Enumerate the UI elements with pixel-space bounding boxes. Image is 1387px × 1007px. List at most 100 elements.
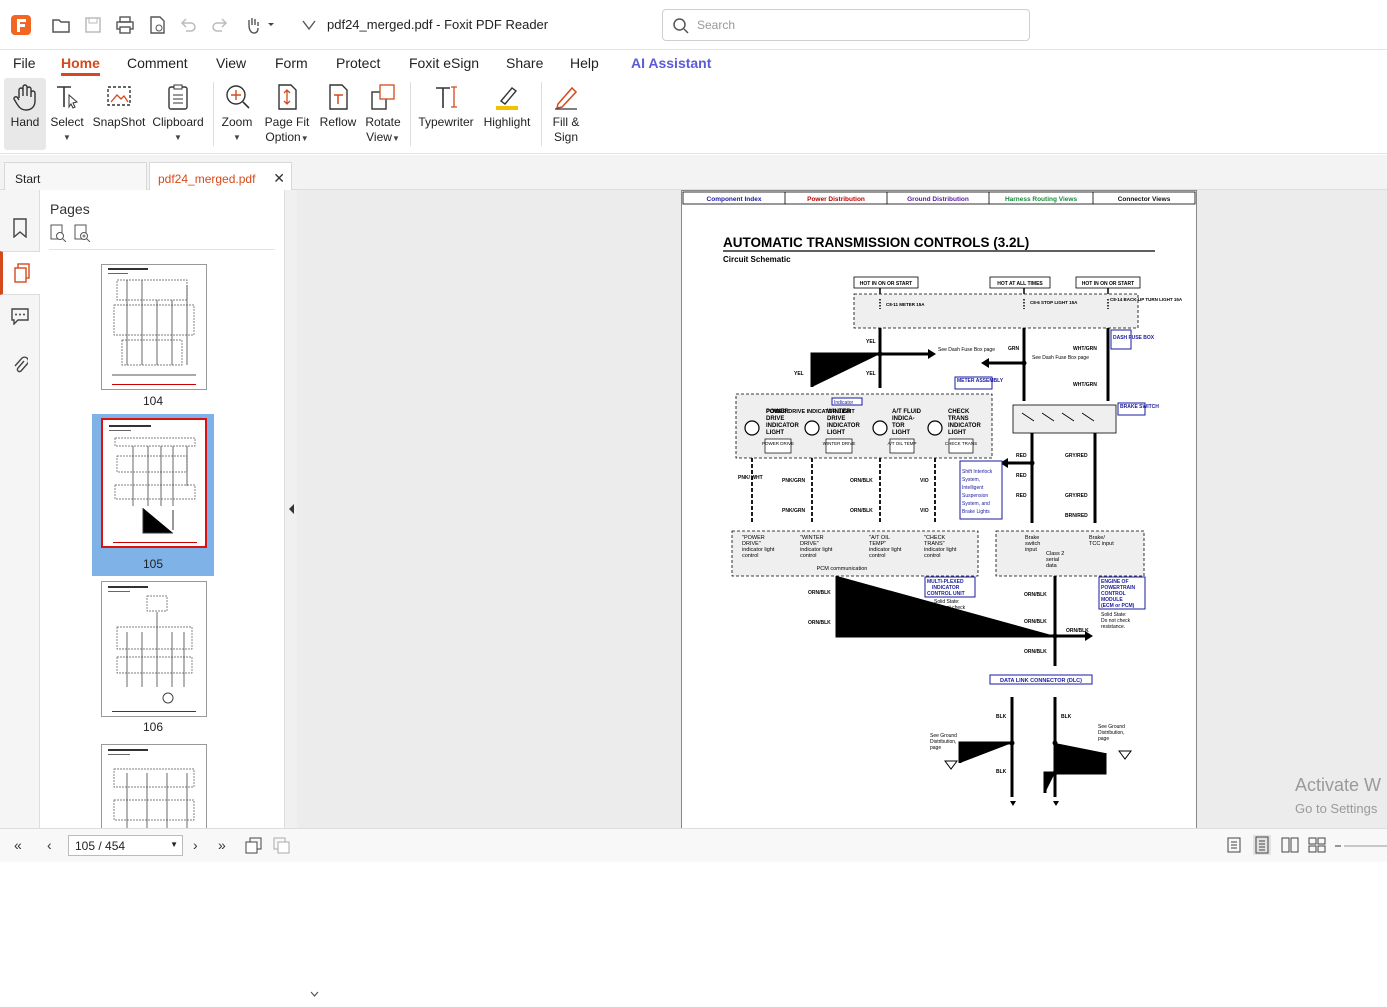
- menu-view[interactable]: View: [216, 55, 247, 71]
- close-tab-icon[interactable]: ✕: [273, 170, 285, 186]
- menu-ai-assistant[interactable]: AI Assistant: [631, 55, 712, 71]
- bookmarks-icon[interactable]: [0, 206, 40, 250]
- hot-label-1: HOT IN ON OR START: [860, 281, 912, 287]
- svg-text:TRANS": TRANS": [924, 541, 945, 547]
- facing-view-icon[interactable]: [1281, 837, 1299, 853]
- svg-text:"POWER: "POWER: [742, 535, 765, 541]
- page-thumbnail-107[interactable]: [101, 744, 207, 829]
- dash-fuse-box-link[interactable]: DASH FUSE BOX: [1113, 335, 1155, 341]
- nav-harness-routing[interactable]: Harness Routing Views: [1005, 196, 1078, 203]
- redo-icon[interactable]: [208, 13, 232, 37]
- page-thumbnail-104[interactable]: [101, 264, 207, 390]
- hand-tool-dropdown-icon[interactable]: [243, 13, 277, 37]
- chevron-down-icon[interactable]: ▼: [170, 840, 178, 849]
- single-page-view-icon[interactable]: [1226, 837, 1242, 853]
- svg-text:resistance.: resistance.: [1101, 624, 1125, 630]
- chevron-down-icon: ▼: [174, 133, 182, 142]
- select-button[interactable]: Select ▼: [50, 78, 84, 150]
- svg-text:TOR: TOR: [892, 423, 905, 429]
- page-thumbnail-106[interactable]: [101, 581, 207, 717]
- previous-page-icon[interactable]: ‹: [47, 837, 52, 853]
- page-thumbnail-105[interactable]: [101, 418, 207, 548]
- nav-power-distribution[interactable]: Power Distribution: [807, 196, 865, 203]
- activate-windows-watermark: Activate W: [1295, 775, 1382, 795]
- divider: [49, 249, 275, 250]
- svg-text:indicator light: indicator light: [924, 547, 957, 553]
- wire-yel: YEL: [866, 371, 876, 377]
- continuous-facing-view-icon[interactable]: [1308, 837, 1326, 853]
- tab-pdf24-merged[interactable]: pdf24_merged.pdf ✕: [149, 162, 292, 190]
- nav-ground-distribution[interactable]: Ground Distribution: [907, 196, 969, 203]
- continuous-view-icon[interactable]: [1253, 835, 1271, 855]
- nav-connector-views[interactable]: Connector Views: [1118, 196, 1171, 203]
- nav-component-index[interactable]: Component Index: [707, 196, 762, 203]
- highlight-button[interactable]: Highlight: [480, 78, 534, 150]
- box-at-oil-temp: A/T OIL TEMP: [888, 441, 917, 446]
- zoom-slider[interactable]: [1334, 839, 1387, 853]
- wire-brn-red: BRN/RED: [1065, 513, 1088, 519]
- quick-access-dropdown-icon[interactable]: [297, 13, 321, 37]
- chevron-down-icon: ▼: [233, 133, 241, 142]
- next-view-icon[interactable]: [273, 837, 291, 855]
- undo-icon[interactable]: [176, 13, 200, 37]
- zoom-button[interactable]: Zoom ▼: [220, 78, 254, 150]
- box-power-drive: POWER DRIVE: [762, 441, 794, 446]
- print-icon[interactable]: [113, 13, 137, 37]
- micu-link[interactable]: CONTROL UNIT: [927, 591, 965, 597]
- page-thumbnail-zoom-out-icon[interactable]: [49, 224, 67, 242]
- menu-protect[interactable]: Protect: [336, 55, 381, 71]
- document-viewer[interactable]: Component Index Power Distribution Groun…: [297, 190, 1387, 828]
- wire-wht-grn: WHT/GRN: [1073, 346, 1097, 352]
- svg-text:resistance.: resistance.: [944, 611, 968, 617]
- document-properties-icon[interactable]: [145, 13, 169, 37]
- box-winter-drive: WINTER DRIVE: [823, 441, 856, 446]
- ecm-link[interactable]: (ECM or PCM): [1101, 603, 1135, 609]
- svg-text:MODULE: MODULE: [1101, 597, 1123, 603]
- open-folder-icon[interactable]: [49, 13, 73, 37]
- panel-collapse-handle[interactable]: [285, 190, 297, 828]
- see-ground-2: page: [1098, 736, 1109, 742]
- svg-text:System, and: System, and: [962, 501, 990, 507]
- first-page-icon[interactable]: «: [14, 837, 22, 853]
- page-number-input[interactable]: 105 / 454 ▼: [68, 835, 183, 856]
- page-fit-option-button[interactable]: Page Fit Option▼: [262, 78, 312, 150]
- svg-text:POWER: POWER: [766, 409, 789, 415]
- attachments-icon[interactable]: [0, 342, 40, 386]
- wire-wht-grn: WHT/GRN: [1073, 382, 1097, 388]
- wire-orn-blk: ORN/BLK: [1024, 592, 1047, 598]
- shift-interlock-link[interactable]: Shift Interlock: [962, 469, 993, 475]
- search-input[interactable]: Search: [662, 9, 1030, 41]
- menu-file[interactable]: File: [13, 55, 36, 71]
- menu-help[interactable]: Help: [570, 55, 599, 71]
- save-icon[interactable]: [81, 13, 105, 37]
- page-indicator: 105 / 454: [75, 839, 126, 853]
- indicator-link[interactable]: Indicator: [834, 400, 854, 406]
- page-thumbnail-zoom-in-icon[interactable]: [73, 224, 91, 242]
- reflow-button[interactable]: Reflow: [318, 78, 358, 150]
- comments-icon[interactable]: [0, 294, 40, 338]
- brake-switch-link[interactable]: BRAKE SWITCH: [1120, 404, 1159, 410]
- menu-comment[interactable]: Comment: [127, 55, 188, 71]
- svg-text:Solid State:: Solid State:: [934, 599, 960, 605]
- wire-blk: BLK: [1061, 714, 1072, 720]
- menu-foxit-esign[interactable]: Foxit eSign: [409, 55, 480, 71]
- last-page-icon[interactable]: »: [218, 837, 226, 853]
- next-page-icon[interactable]: ›: [193, 837, 198, 853]
- tab-start[interactable]: Start: [4, 162, 147, 190]
- meter-assembly-link[interactable]: METER ASSEMBLY: [957, 378, 1004, 384]
- fill-and-sign-button[interactable]: Fill & Sign: [546, 78, 586, 150]
- clipboard-button[interactable]: Clipboard ▼: [151, 78, 205, 150]
- rotate-view-button[interactable]: Rotate View▼: [362, 78, 404, 150]
- pages-panel-icon[interactable]: [0, 251, 40, 295]
- schematic-title: AUTOMATIC TRANSMISSION CONTROLS (3.2L): [723, 235, 1029, 250]
- fuse-meter: C8-11 METER 15A: [886, 302, 925, 307]
- menu-form[interactable]: Form: [275, 55, 308, 71]
- dlc-link[interactable]: DATA LINK CONNECTOR (DLC): [1000, 678, 1082, 684]
- previous-view-icon[interactable]: [245, 837, 263, 855]
- menu-share[interactable]: Share: [506, 55, 544, 71]
- svg-text:TCC input: TCC input: [1089, 541, 1114, 547]
- hand-button[interactable]: Hand: [4, 78, 46, 150]
- menu-home[interactable]: Home: [61, 55, 100, 76]
- snapshot-button[interactable]: SnapShot: [92, 78, 146, 150]
- typewriter-button[interactable]: Typewriter: [416, 78, 476, 150]
